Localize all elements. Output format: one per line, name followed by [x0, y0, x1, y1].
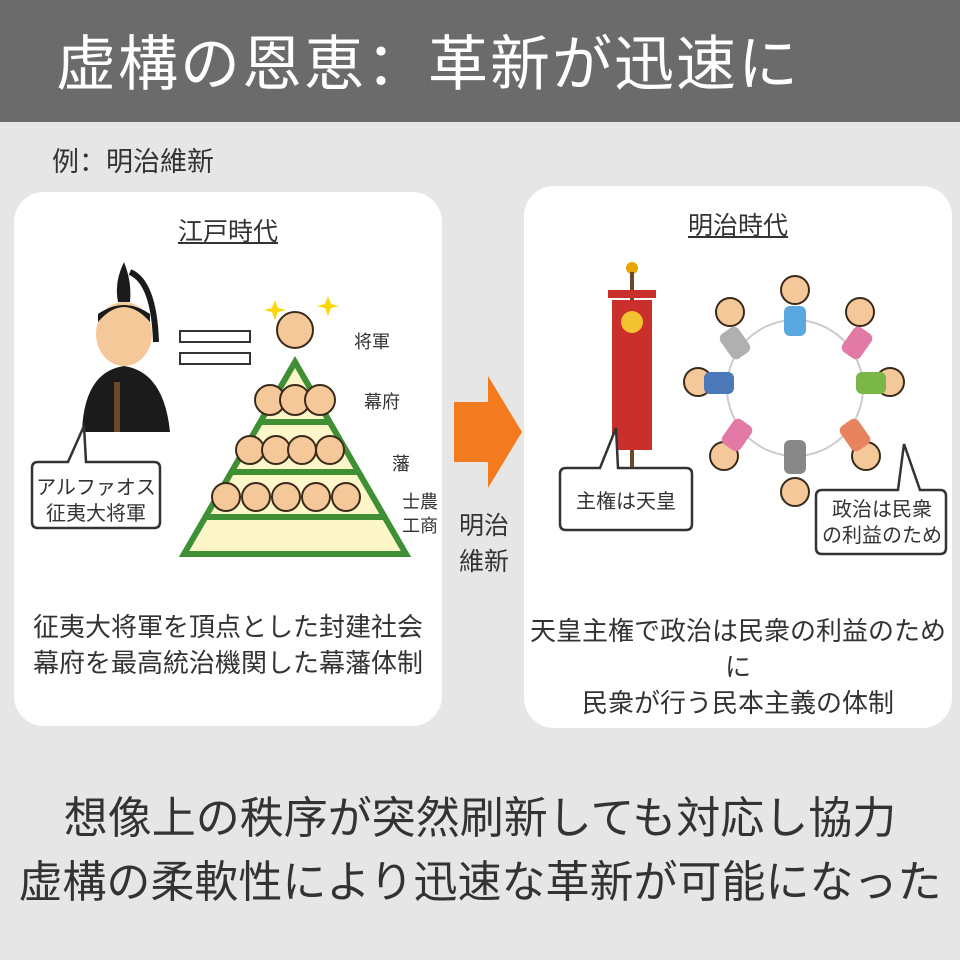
example-label: 例：明治維新 — [52, 140, 214, 179]
page-title: 虚構の恩恵：革新が迅速に — [56, 16, 800, 103]
arrow-label-line1: 明治 — [454, 508, 514, 544]
meiji-heading: 明治時代 — [524, 206, 952, 242]
title-bar: 虚構の恩恵：革新が迅速に — [0, 0, 960, 122]
shogun-illustration — [74, 262, 184, 432]
meiji-desc-line2: 民衆が行う民本主義の体制 — [524, 686, 952, 722]
edo-description: 征夷大将軍を頂点とした封建社会 幕府を最高統治機関した幕藩体制 — [14, 610, 442, 682]
bubble-text-shogun-title: 征夷大将軍 — [28, 500, 164, 526]
rank-commoners-1: 士農 — [402, 492, 438, 514]
bubble-text-benefit: の利益のため — [812, 522, 952, 548]
edo-heading: 江戸時代 — [14, 212, 442, 248]
conclusion-line1: 想像上の秩序が突然刷新しても対応し協力 — [0, 782, 960, 846]
meiji-desc-line1: 天皇主権で政治は民衆の利益のために — [524, 614, 952, 686]
meiji-restoration-label: 明治 維新 — [454, 508, 514, 580]
speech-bubble-sovereignty — [556, 424, 696, 534]
bubble-text-sovereignty: 主権は天皇 — [556, 488, 696, 514]
edo-desc-line1: 征夷大将軍を頂点とした封建社会 — [14, 610, 442, 646]
conclusion-line2: 虚構の柔軟性により迅速な革新が可能になった — [0, 846, 960, 910]
rank-han: 藩 — [392, 454, 410, 476]
arrow-label-line2: 維新 — [454, 544, 514, 580]
meiji-card: 明治時代 — [524, 186, 952, 728]
rank-commoners-2: 工商 — [402, 516, 438, 538]
meiji-description: 天皇主権で政治は民衆の利益のために 民衆が行う民本主義の体制 — [524, 614, 952, 722]
bubble-text-alpha-male: アルファオス — [28, 474, 164, 500]
edo-desc-line2: 幕府を最高統治機関した幕藩体制 — [14, 646, 442, 682]
rank-shogun: 将軍 — [354, 332, 390, 354]
rank-bakufu: 幕府 — [364, 392, 400, 414]
arrow-right-icon — [454, 376, 522, 488]
bubble-text-politics: 政治は民衆 — [812, 496, 952, 522]
edo-card: 江戸時代 将軍 幕府 藩 士農 工商 ア — [14, 192, 442, 726]
